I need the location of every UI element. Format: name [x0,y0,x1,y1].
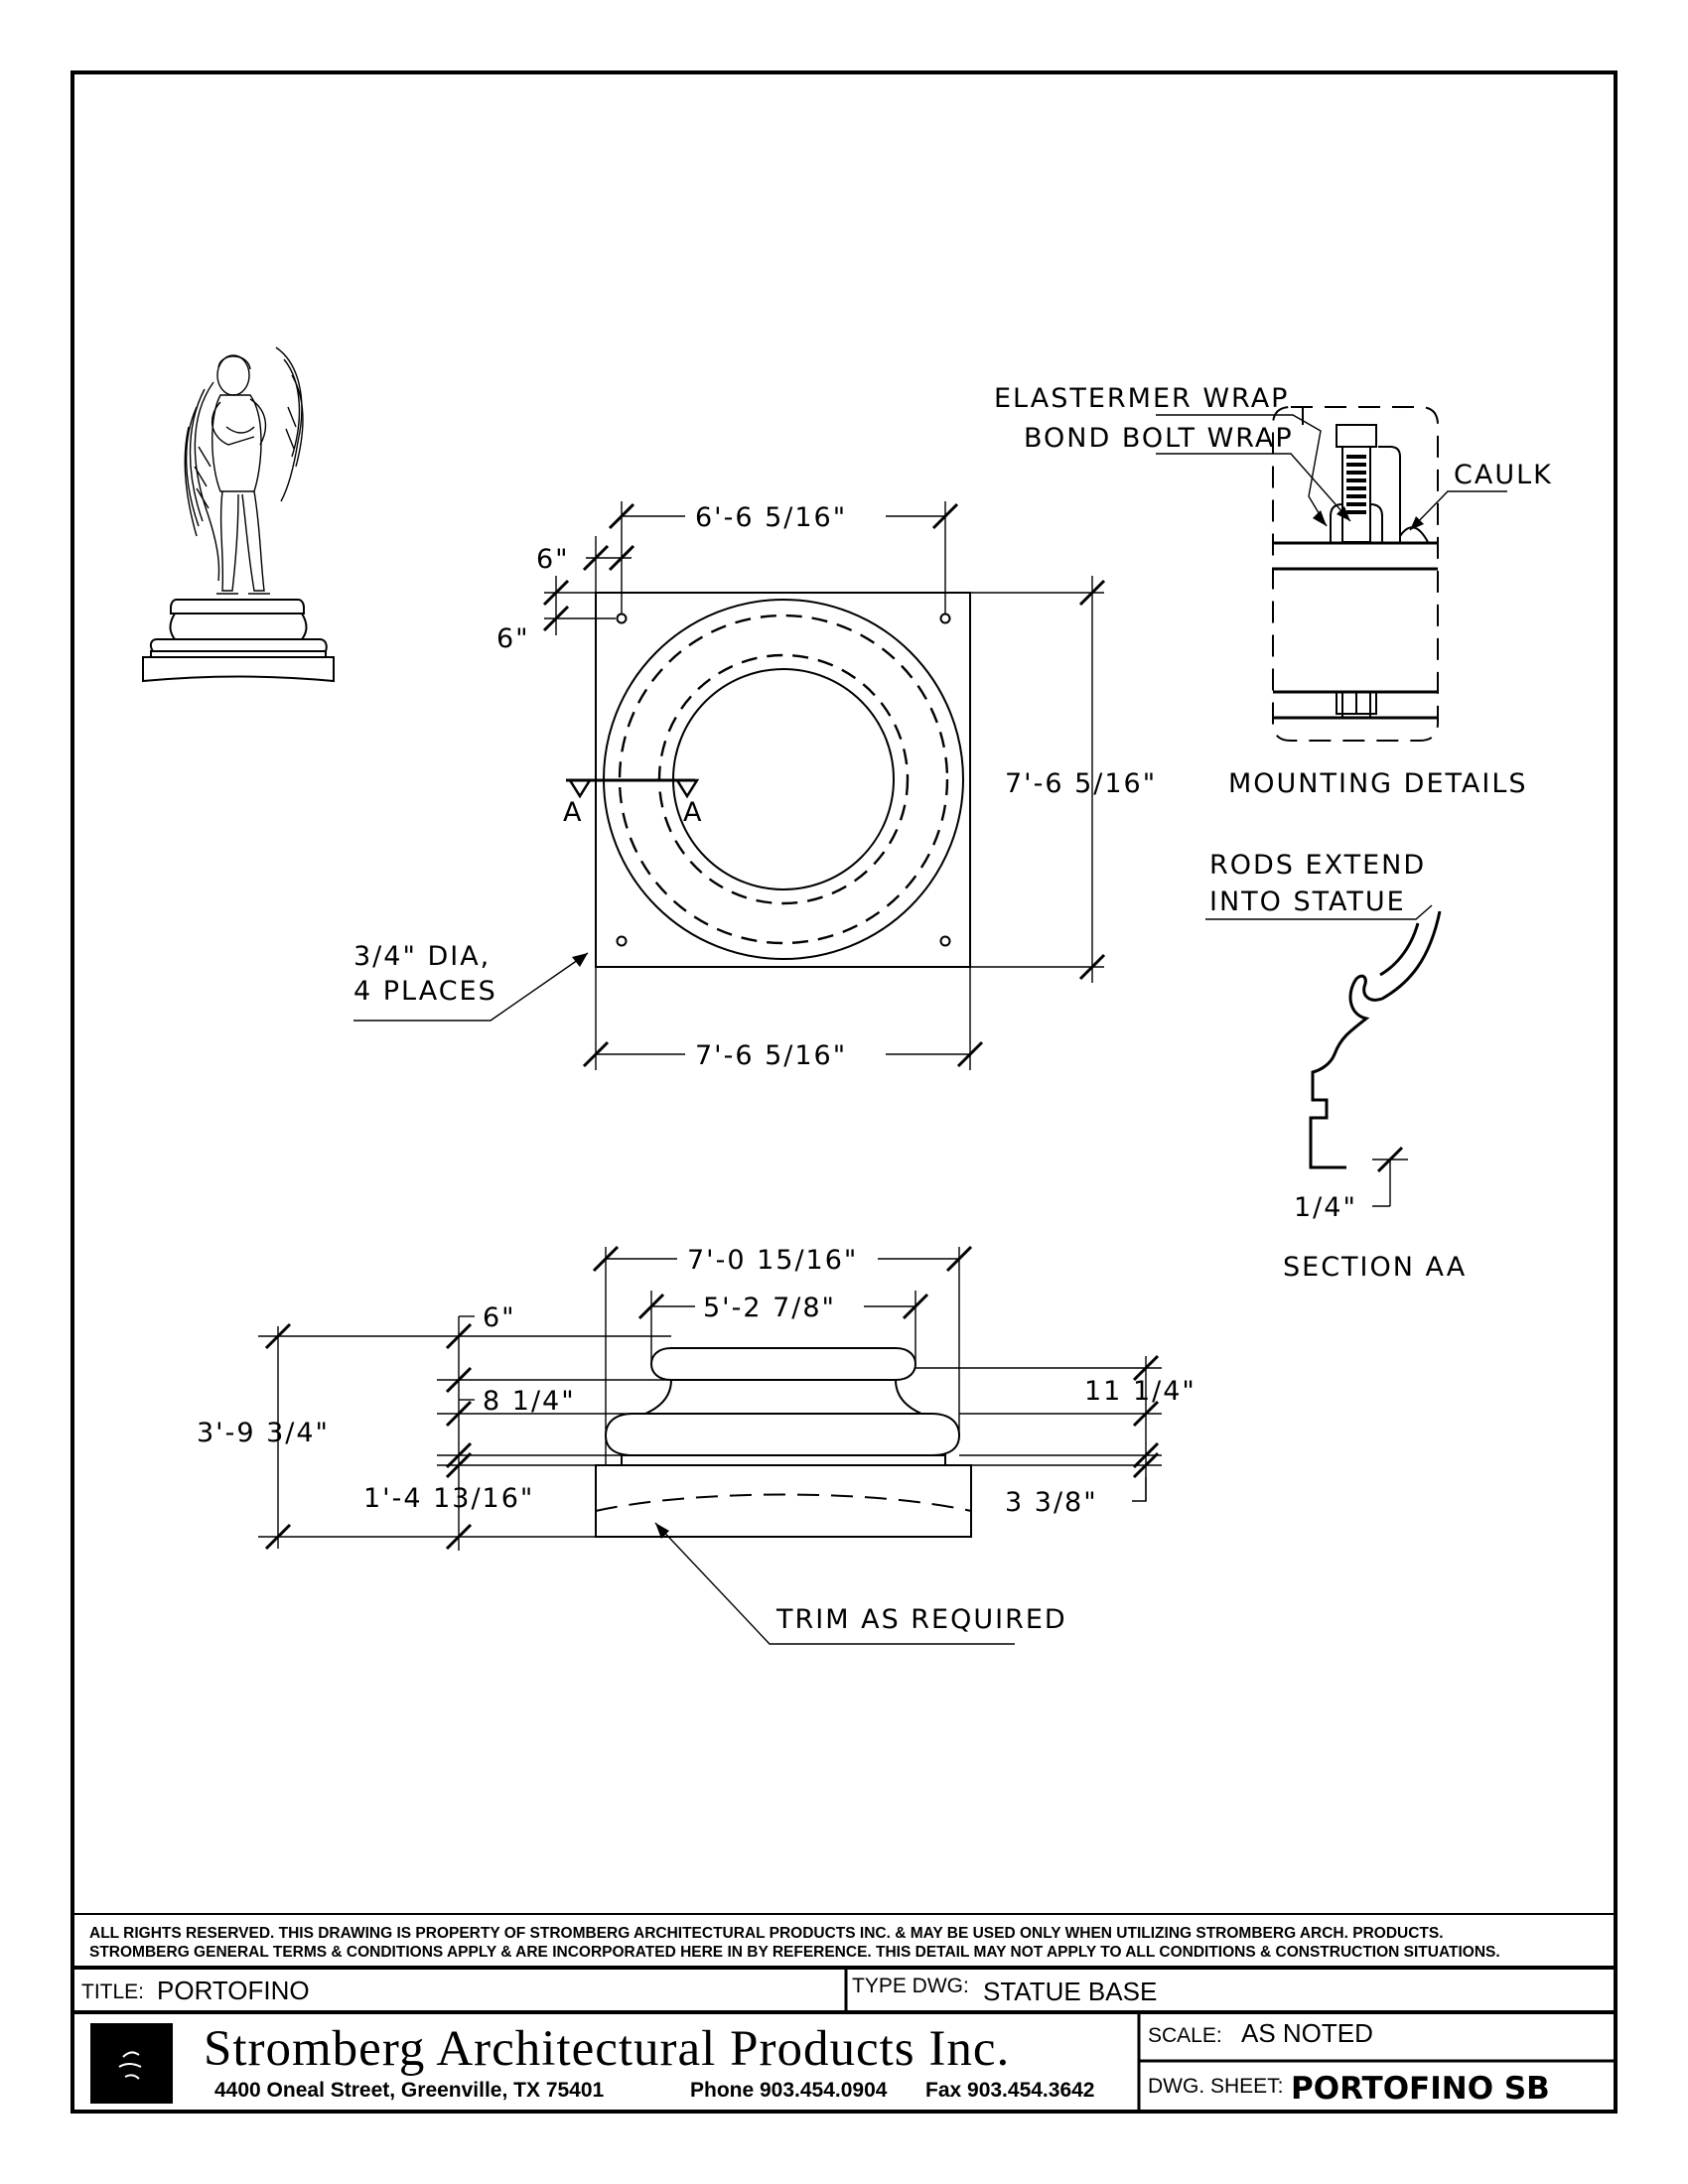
section-note-line1: RODS EXTEND [1209,850,1426,881]
mounting-details-title: MOUNTING DETAILS [1228,768,1528,799]
mounting-details: ELASTERMER WRAP BOND BOLT WRAP CAULK MOU… [994,383,1553,799]
dim-right-upper: 11 1/4" [1084,1376,1196,1407]
label-caulk: CAULK [1454,460,1553,490]
bolt-hole [939,935,951,947]
elevation-view: 7'-0 15/16" 5'-2 7/8" 3'-9 3/4" 6" 8 1/4… [197,1245,1196,1645]
sheet-value: PORTOFINO SB [1291,2071,1550,2107]
dim-cap: 6" [483,1302,516,1333]
dim-plate-width: 7'-6 5/16" [695,1040,847,1071]
scale-label: SCALE: [1148,2024,1222,2047]
dim-overall-width: 7'-0 15/16" [687,1245,858,1276]
company-fax: Fax 903.454.3642 [925,2079,1094,2102]
scale-value: AS NOTED [1241,2018,1373,2048]
section-mark-left: A [563,797,583,828]
label-elastomer-wrap: ELASTERMER WRAP [994,383,1289,414]
dim-top-width: 5'-2 7/8" [703,1293,836,1323]
type-value: STATUE BASE [983,1977,1157,2006]
dim-plate-height: 7'-6 5/16" [1005,768,1157,799]
bolt-hole [616,613,628,624]
section-aa-title: SECTION AA [1283,1252,1467,1283]
dim-right-lower: 3 3/8" [1005,1487,1098,1518]
section-note-line2: INTO STATUE [1209,887,1406,917]
dim-bolt-spacing: 6'-6 5/16" [695,502,847,533]
dim-neck: 8 1/4" [483,1386,576,1417]
section-aa: RODS EXTEND INTO STATUE 1/4" SECTION AA [1205,850,1467,1283]
bolt-hole [616,935,628,947]
title-block: ALL RIGHTS RESERVED. THIS DRAWING IS PRO… [74,1913,1614,2112]
section-mark-right: A [683,797,703,828]
statue-illustration [142,346,335,683]
company-address: 4400 Oneal Street, Greenville, TX 75401 [214,2079,605,2102]
company-phone: Phone 903.454.0904 [690,2079,888,2102]
hole-note-line1: 3/4" DIA, [353,941,491,972]
section-dim: 1/4" [1294,1192,1357,1223]
dim-total-height: 3'-9 3/4" [197,1418,330,1448]
sheet-label: DWG. SHEET: [1148,2075,1284,2098]
bolt-hole [939,613,951,624]
plan-view: A A 6'-6 5/16" 6" 6" 7'-6 5/16" [353,501,1157,1071]
disclaimer-line1: ALL RIGHTS RESERVED. THIS DRAWING IS PRO… [89,1925,1444,1942]
title-value: PORTOFINO [157,1976,310,2005]
company-name: Stromberg Architectural Products Inc. [204,2021,1010,2077]
title-label: TITLE: [81,1980,144,2003]
label-bond-bolt-wrap: BOND BOLT WRAP [1024,423,1294,454]
dim-plinth: 1'-4 13/16" [363,1483,534,1514]
sheet-border [70,70,1618,2114]
type-label: TYPE DWG: [852,1975,969,1997]
dim-edge-y: 6" [496,623,530,654]
hole-note-line2: 4 PLACES [353,976,497,1007]
dim-edge-x: 6" [536,544,570,575]
trim-note: TRIM AS REQUIRED [775,1604,1067,1635]
disclaimer-line2: STROMBERG GENERAL TERMS & CONDITIONS APP… [89,1944,1500,1961]
